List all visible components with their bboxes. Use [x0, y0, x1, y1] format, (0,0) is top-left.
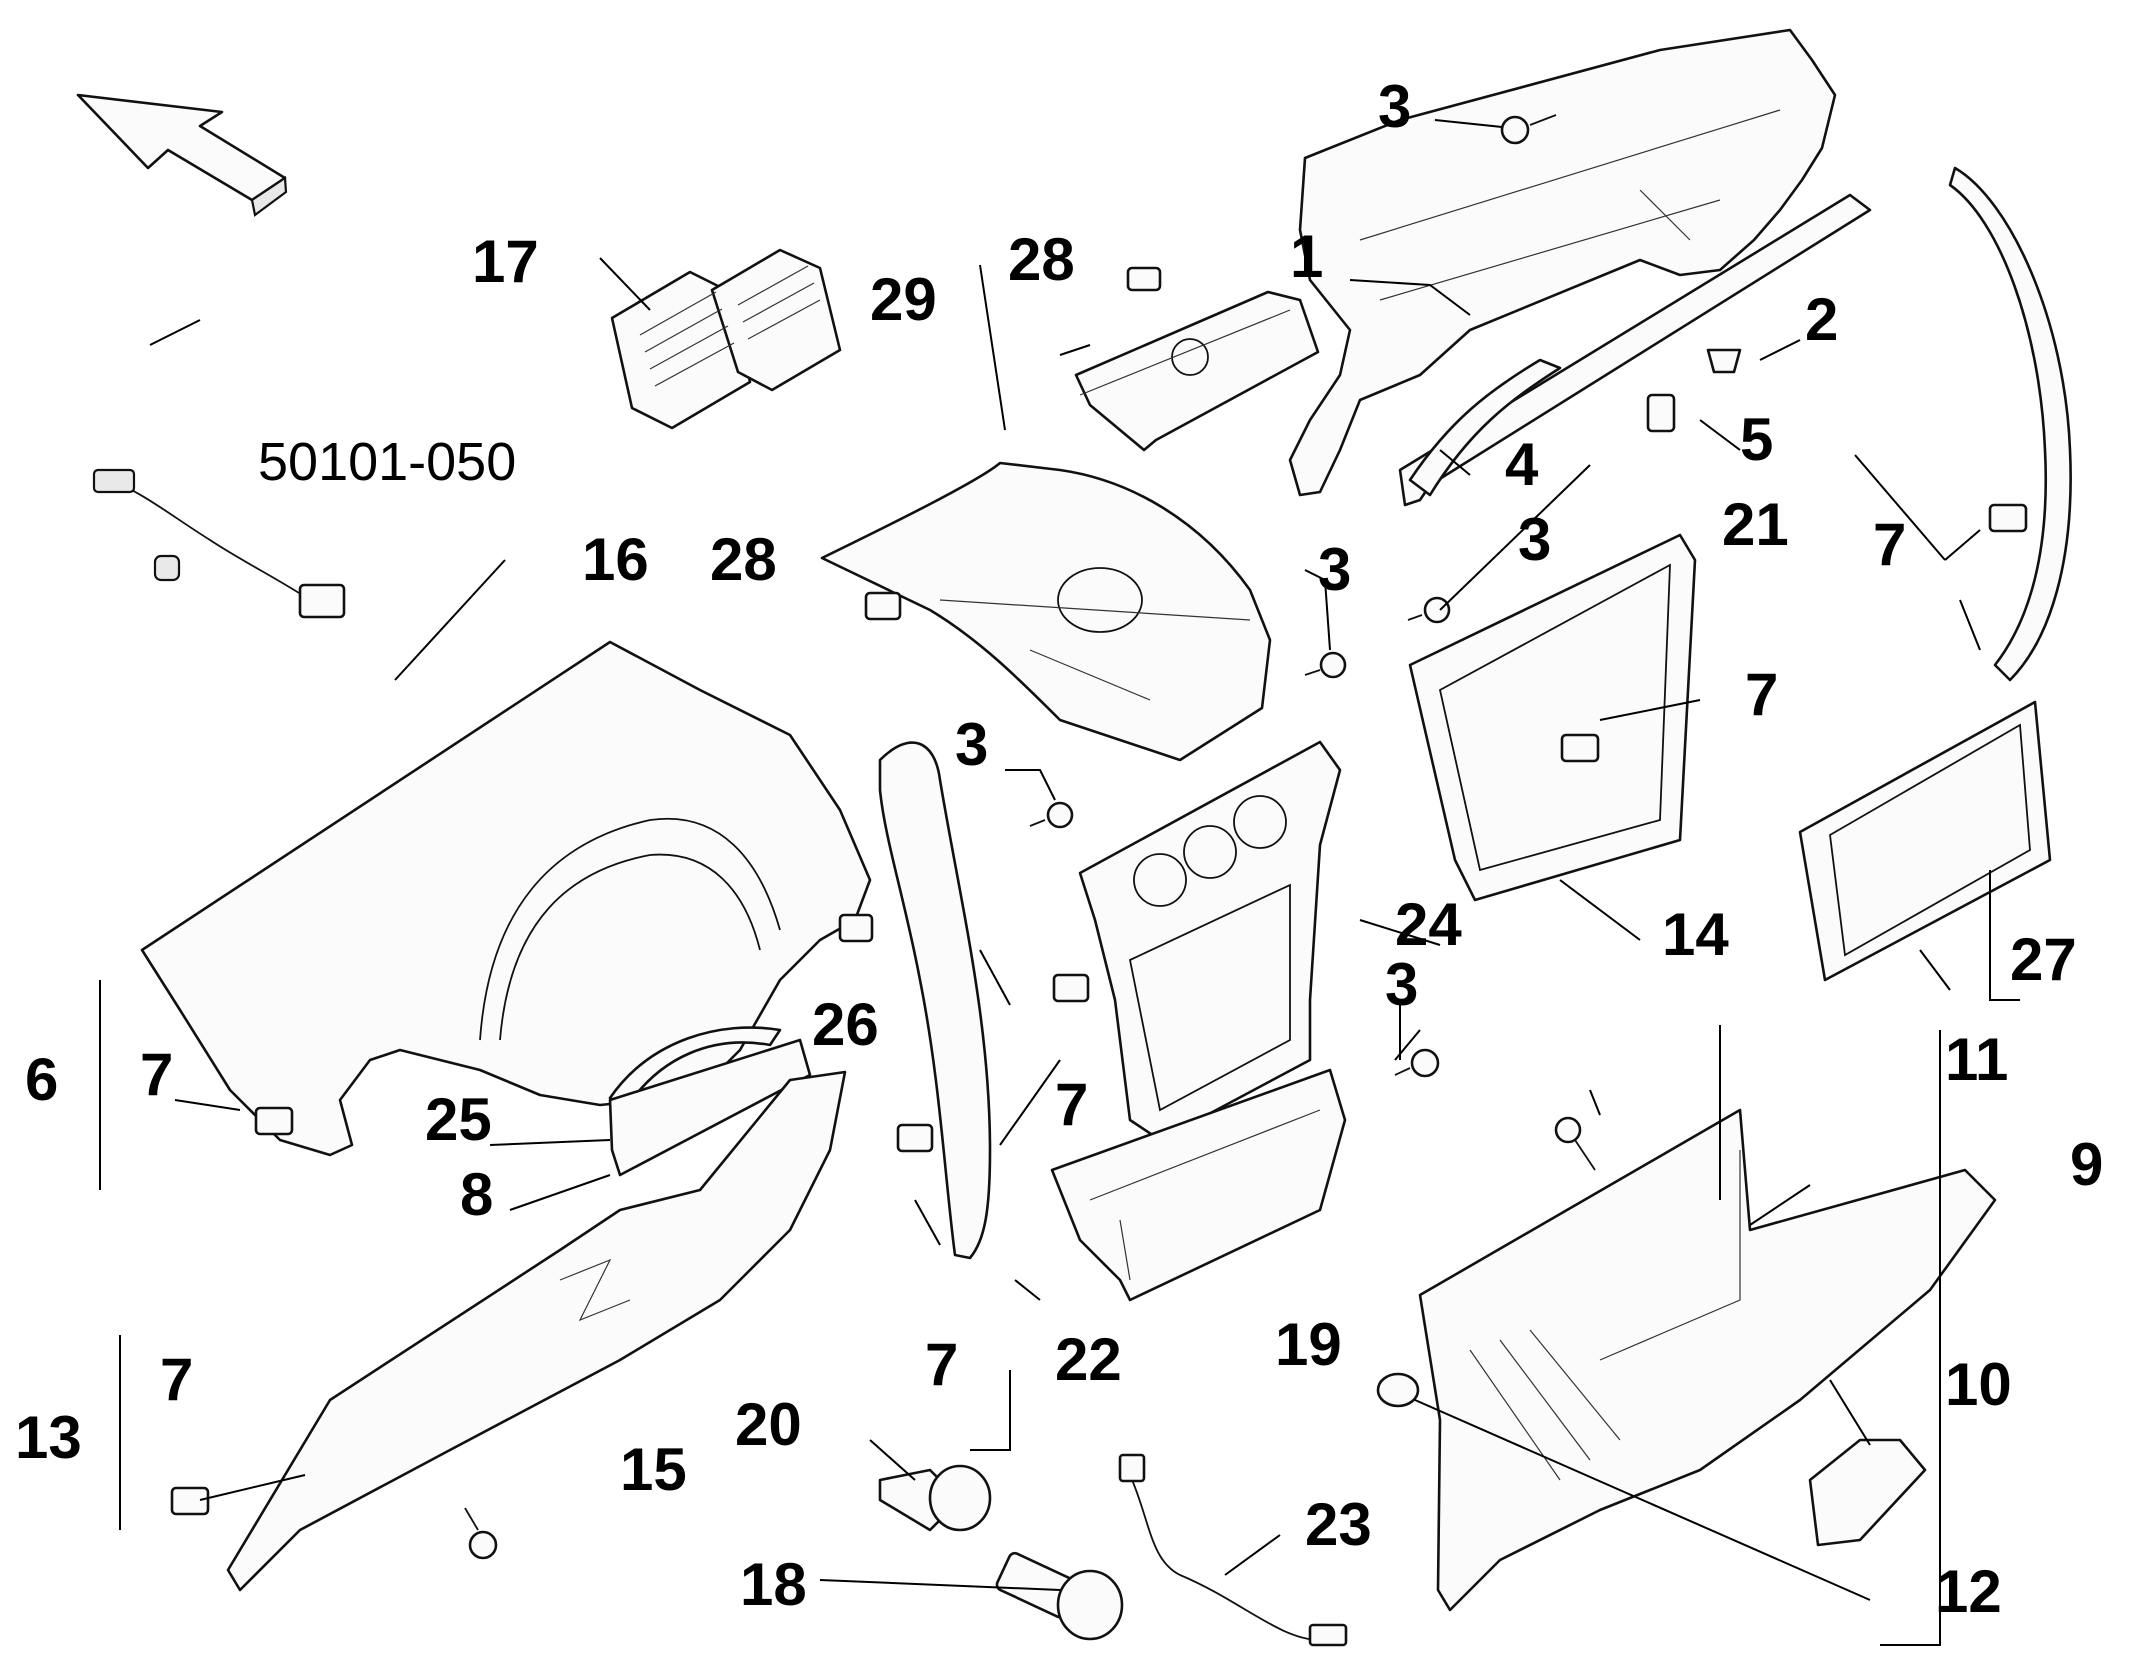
callout-25: 25 — [425, 1086, 492, 1153]
callout-17: 17 — [472, 228, 539, 295]
lighter-socket — [878, 1464, 992, 1532]
clip-7c — [1052, 973, 1090, 1003]
screw-3c — [1407, 596, 1451, 624]
clip-28b — [864, 591, 902, 621]
side-frame-14 — [1408, 533, 1697, 902]
callout-16: 16 — [582, 526, 649, 593]
upper-cover-panel — [1074, 290, 1320, 452]
reinforcement-rail — [1398, 193, 1872, 507]
callout-7e: 7 — [925, 1331, 958, 1398]
callout-28a: 28 — [1008, 226, 1075, 293]
small-trim-panel — [608, 1038, 812, 1177]
callout-6: 6 — [25, 1046, 58, 1113]
clip-7a — [1988, 503, 2028, 533]
callout-29: 29 — [870, 266, 937, 333]
air-vent-assembly — [610, 248, 842, 430]
clip-7f — [170, 1486, 210, 1516]
callout-1: 1 — [1290, 223, 1323, 290]
callout-7b: 7 — [1745, 661, 1778, 728]
callout-7c: 7 — [1055, 1071, 1088, 1138]
callout-21: 21 — [1722, 491, 1789, 558]
callout-7f: 7 — [160, 1346, 193, 1413]
callout-28b: 28 — [710, 526, 777, 593]
direction-arrow-shadow — [250, 176, 288, 217]
callout-18: 18 — [740, 1551, 807, 1618]
centre-control-frame — [1078, 740, 1342, 1142]
clip-7e — [896, 1123, 934, 1153]
callout-2: 2 — [1805, 286, 1838, 353]
direction-arrow — [76, 93, 287, 202]
leader-lines — [99, 119, 2020, 1646]
clip-2 — [1706, 348, 1742, 374]
callout-8: 8 — [460, 1161, 493, 1228]
callout-15: 15 — [620, 1436, 687, 1503]
callout-12: 12 — [1935, 1558, 2002, 1625]
callout-5: 5 — [1740, 406, 1773, 473]
display-frame — [1798, 700, 2052, 982]
callout-27: 27 — [2010, 926, 2077, 993]
callout-3b: 3 — [1318, 536, 1351, 603]
clip-7b — [1560, 733, 1600, 763]
lower-dashboard-panel — [226, 1070, 847, 1592]
callout-7d: 7 — [140, 1041, 173, 1108]
screw-3e — [1394, 1048, 1440, 1078]
connection-cable — [1118, 1453, 1348, 1647]
callout-14: 14 — [1662, 901, 1729, 968]
centre-console-top — [820, 461, 1272, 762]
callout-24: 24 — [1395, 891, 1462, 958]
callout-labels: 1 2 3 3 3 3 3 4 5 6 7 7 7 7 7 7 8 9 10 1… — [15, 73, 2103, 1625]
side-trim-strip — [1948, 166, 2072, 682]
callout-10: 10 — [1945, 1351, 2012, 1418]
callout-3d: 3 — [955, 711, 988, 778]
glovebox-latch — [1808, 1438, 1927, 1547]
callout-22: 22 — [1055, 1326, 1122, 1393]
screw-11 — [1554, 1116, 1596, 1171]
callout-11: 11 — [1945, 1026, 2008, 1093]
callout-3e: 3 — [1385, 951, 1418, 1018]
screw-3a — [1500, 114, 1557, 145]
screw-15 — [464, 1507, 498, 1560]
bumper-12 — [1376, 1372, 1420, 1408]
callout-7a: 7 — [1873, 511, 1906, 578]
callout-9: 9 — [2070, 1131, 2103, 1198]
screw-3b — [1304, 651, 1347, 679]
callout-3a: 3 — [1378, 73, 1411, 140]
callout-19: 19 — [1275, 1311, 1342, 1378]
clip-26 — [838, 913, 874, 943]
clip-28a — [1126, 266, 1162, 292]
clip-7d — [254, 1106, 294, 1136]
dashboard-crossmember — [1288, 28, 1837, 497]
callout-50101-050: 50101-050 — [258, 432, 516, 492]
storage-tray — [1050, 1068, 1347, 1302]
callout-13: 13 — [15, 1404, 82, 1471]
glovebox — [1418, 1108, 1997, 1612]
clip-5 — [1646, 393, 1676, 433]
cigarette-lighter — [995, 1551, 1124, 1641]
vertical-trim-piece — [878, 741, 992, 1260]
callout-20: 20 — [735, 1391, 802, 1458]
callout-26: 26 — [812, 991, 879, 1058]
callout-4: 4 — [1505, 431, 1539, 498]
wiring-harness — [92, 468, 346, 619]
callout-23: 23 — [1305, 1491, 1372, 1558]
screw-3d — [1029, 801, 1074, 829]
callout-3c: 3 — [1518, 506, 1551, 573]
